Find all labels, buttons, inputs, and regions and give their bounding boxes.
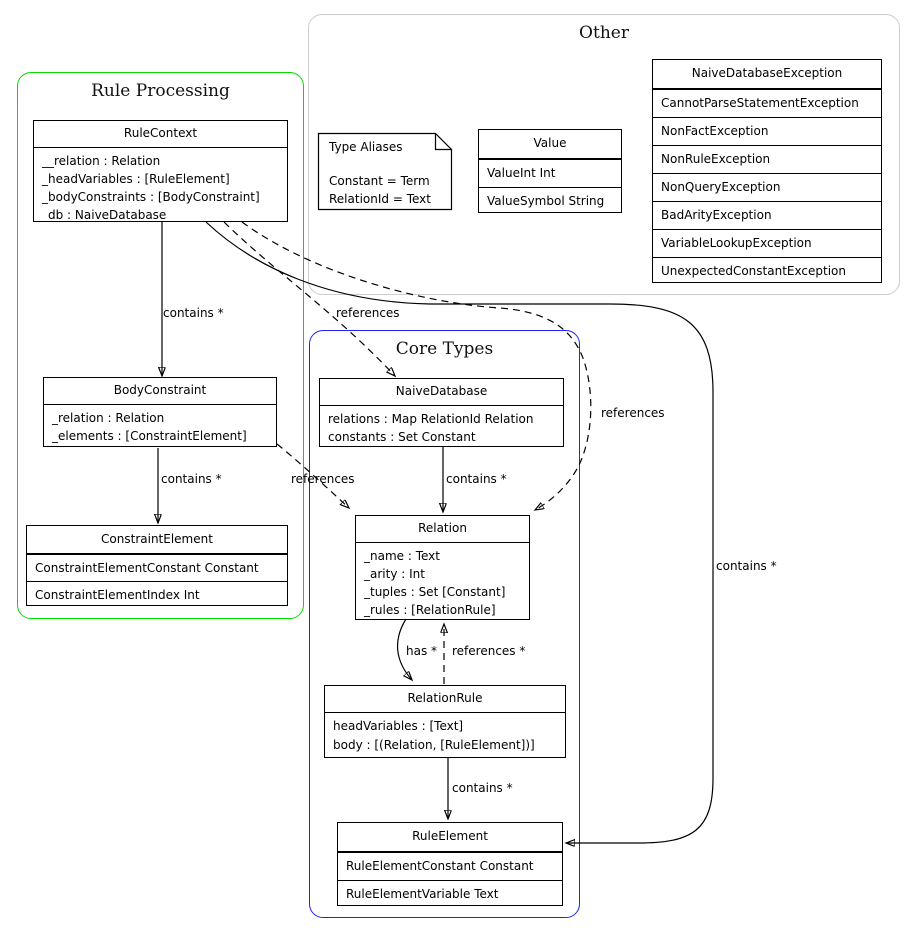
attribute-line: _name : Text: [364, 549, 440, 563]
variant-row: ValueInt Int: [479, 159, 621, 187]
class-name-naivedatabaseexception: NaiveDatabaseException: [653, 60, 881, 89]
variant-row: ValueSymbol String: [479, 187, 621, 215]
class-box-rulecontext: RuleContext __relation : Relation _headV…: [33, 120, 288, 222]
class-box-relation: Relation _name : Text _arity : Int _tupl…: [355, 515, 530, 620]
note-line: RelationId = Text: [329, 192, 431, 206]
class-name-relationrule: RelationRule: [325, 686, 565, 713]
attribute-line: _bodyConstraints : [BodyConstraint]: [42, 190, 260, 204]
variant-row: NonFactException: [653, 117, 881, 145]
attribute-line: __relation : Relation: [42, 154, 161, 168]
group-title-other: Other: [579, 23, 629, 43]
note-line: Constant = Term: [329, 174, 430, 188]
variant-row: ConstraintElementIndex Int: [27, 581, 287, 608]
variant-row: BadArityException: [653, 201, 881, 229]
edge-label: has *: [406, 644, 438, 658]
edge-label: contains *: [163, 306, 224, 320]
group-title-rule-processing: Rule Processing: [91, 81, 230, 101]
edge-label: contains *: [452, 781, 513, 795]
variant-row: VariableLookupException: [653, 229, 881, 257]
class-name-relation: Relation: [356, 516, 529, 543]
edge-label: references: [291, 472, 355, 486]
group-title-core-types: Core Types: [395, 339, 494, 359]
variant-row: CannotParseStatementException: [653, 89, 881, 117]
attribute-line: headVariables : [Text]: [333, 719, 464, 733]
attribute-line: body : [(Relation, [RuleElement])]: [333, 738, 535, 752]
class-box-bodyconstraint: BodyConstraint _relation : Relation _ele…: [43, 377, 277, 447]
attribute-line: _arity : Int: [364, 567, 425, 581]
class-name-bodyconstraint: BodyConstraint: [44, 378, 276, 405]
edge-label: references *: [452, 644, 526, 658]
class-box-naivedatabaseexception: NaiveDatabaseException CannotParseStatem…: [652, 59, 882, 283]
edge-label: contains *: [716, 559, 777, 573]
edge-label: references: [601, 406, 665, 420]
class-name-rulecontext: RuleContext: [34, 121, 287, 148]
attribute-line: relations : Map RelationId Relation: [328, 412, 534, 426]
edge-label: references: [336, 306, 400, 320]
edge-label: contains *: [161, 472, 222, 486]
class-box-relationrule: RelationRule headVariables : [Text] body…: [324, 685, 566, 758]
attributes-relationrule: headVariables : [Text] body : [(Relation…: [325, 713, 565, 755]
variant-row: RuleElementConstant Constant: [338, 852, 562, 880]
edge-label: contains *: [446, 472, 507, 486]
attribute-line: _rules : [RelationRule]: [364, 603, 496, 617]
variant-row: ConstraintElementConstant Constant: [27, 554, 287, 581]
attributes-rulecontext: __relation : Relation _headVariables : […: [34, 148, 287, 224]
class-name-naivedatabase: NaiveDatabase: [320, 379, 563, 406]
attribute-line: _tuples : Set [Constant]: [364, 585, 506, 599]
class-box-constraintelement: ConstraintElement ConstraintElementConst…: [26, 525, 288, 606]
variant-row: RuleElementVariable Text: [338, 880, 562, 908]
attribute-line: _db : NaiveDatabase: [42, 208, 167, 222]
variant-row: NonQueryException: [653, 173, 881, 201]
class-name-ruleelement: RuleElement: [338, 823, 562, 852]
attribute-line: _elements : [ConstraintElement]: [52, 429, 247, 443]
class-box-naivedatabase: NaiveDatabase relations : Map RelationId…: [319, 378, 564, 447]
attributes-relation: _name : Text _arity : Int _tuples : Set …: [356, 543, 529, 619]
attributes-naivedatabase: relations : Map RelationId Relation cons…: [320, 406, 563, 446]
variant-row: NonRuleException: [653, 145, 881, 173]
class-name-constraintelement: ConstraintElement: [27, 526, 287, 554]
class-box-value: Value ValueInt Int ValueSymbol String: [478, 129, 622, 213]
attribute-line: _relation : Relation: [52, 411, 165, 425]
class-box-ruleelement: RuleElement RuleElementConstant Constant…: [337, 822, 563, 906]
variant-row: UnexpectedConstantException: [653, 257, 881, 285]
class-name-value: Value: [479, 130, 621, 159]
attribute-line: _headVariables : [RuleElement]: [42, 172, 230, 186]
attribute-line: constants : Set Constant: [328, 430, 476, 444]
note-title: Type Aliases: [329, 140, 403, 154]
attributes-bodyconstraint: _relation : Relation _elements : [Constr…: [44, 405, 276, 445]
